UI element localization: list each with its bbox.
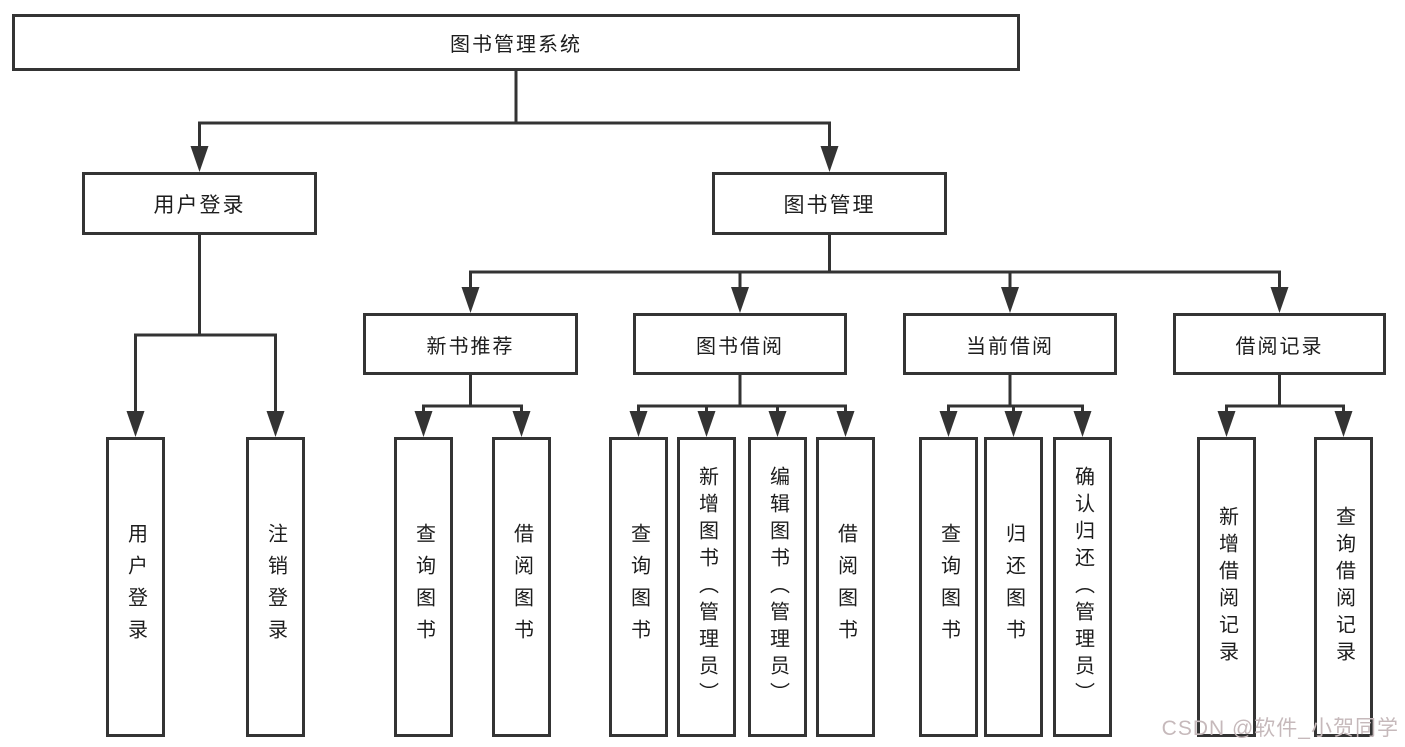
node-book-borrow: 图书借阅 bbox=[633, 313, 847, 375]
node-new-book-recommend: 新书推荐 bbox=[363, 313, 578, 375]
leaf-confirm-return-admin: 确认归还（管理员） bbox=[1053, 437, 1112, 737]
leaf-borrow-book: 借阅图书 bbox=[816, 437, 875, 737]
leaf-edit-book-admin: 编辑图书（管理员） bbox=[748, 437, 807, 737]
leaf-query-borrow-record: 查询借阅记录 bbox=[1314, 437, 1373, 737]
leaf-query-book-borrow: 查询图书 bbox=[609, 437, 668, 737]
arrowheads bbox=[126, 146, 1353, 437]
leaf-user-login: 用户登录 bbox=[106, 437, 165, 737]
node-borrow-records: 借阅记录 bbox=[1173, 313, 1386, 375]
leaf-add-book-admin: 新增图书（管理员） bbox=[677, 437, 736, 737]
leaf-query-book-recommend: 查询图书 bbox=[394, 437, 453, 737]
leaf-query-book-current: 查询图书 bbox=[919, 437, 978, 737]
node-root: 图书管理系统 bbox=[12, 14, 1020, 71]
leaf-logout: 注销登录 bbox=[246, 437, 305, 737]
node-current-borrow: 当前借阅 bbox=[903, 313, 1117, 375]
leaf-borrow-book-recommend: 借阅图书 bbox=[492, 437, 551, 737]
node-book-management: 图书管理 bbox=[712, 172, 947, 235]
node-user-login: 用户登录 bbox=[82, 172, 317, 235]
leaf-add-borrow-record: 新增借阅记录 bbox=[1197, 437, 1256, 737]
leaf-return-book: 归还图书 bbox=[984, 437, 1043, 737]
